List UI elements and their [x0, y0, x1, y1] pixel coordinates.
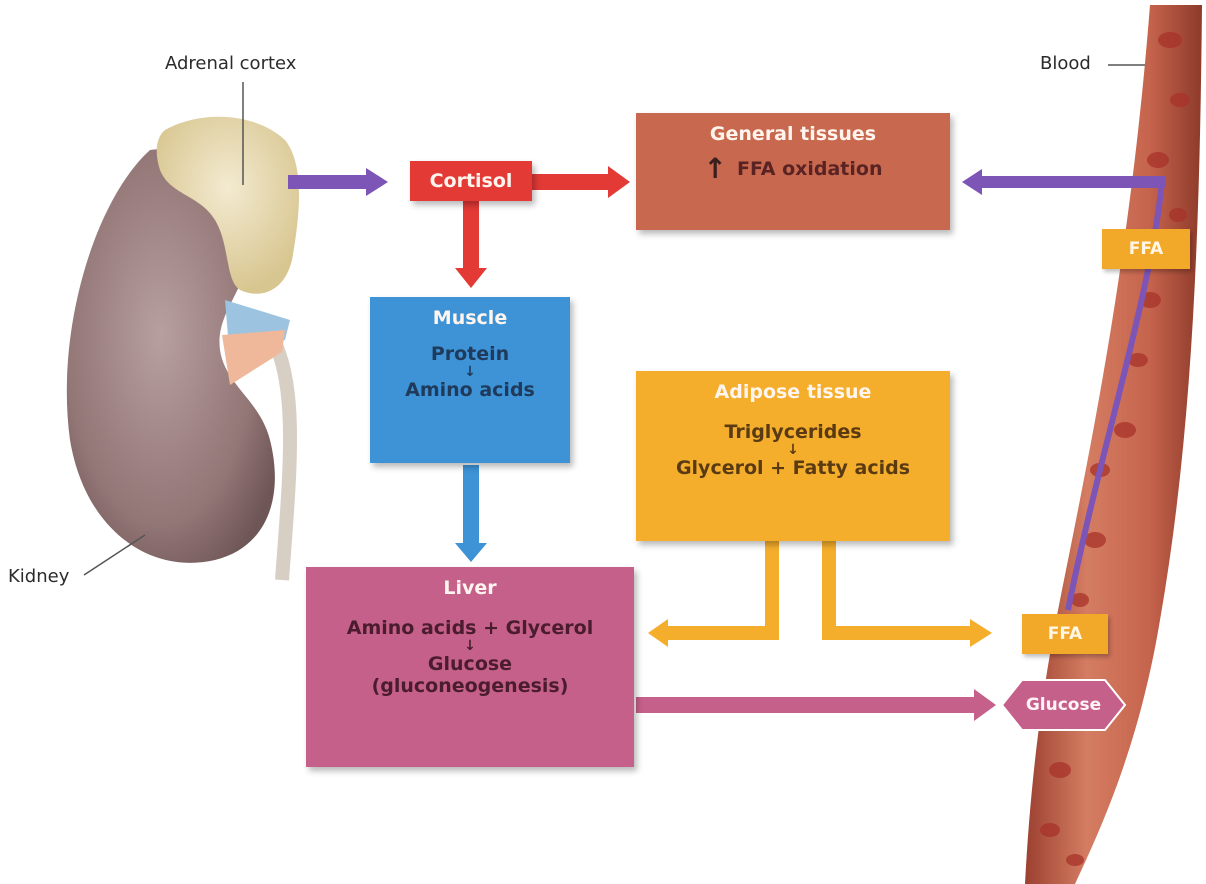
general-tissues-title: General tissues	[636, 123, 950, 145]
arrow-adrenal-to-cortisol	[288, 175, 366, 189]
glycerol-fatty-acids-text: Glycerol + Fatty acids	[636, 457, 950, 479]
ffa-oxidation-text: FFA oxidation	[737, 158, 883, 180]
kidney-illustration	[67, 117, 299, 580]
down-arrow-icon: ↓	[370, 365, 570, 379]
glucose-tag: Glucose	[1002, 680, 1125, 730]
adipose-tissue-box: Adipose tissue Triglycerides ↓ Glycerol …	[636, 371, 950, 541]
liver-title: Liver	[306, 577, 634, 599]
general-tissues-box: General tissues ↑ FFA oxidation	[636, 113, 950, 230]
glucose-text: Glucose	[306, 653, 634, 675]
cortisol-label: Cortisol	[410, 161, 532, 201]
kidney-pointer-line	[84, 535, 145, 575]
ffa-tag-top: FFA	[1102, 229, 1190, 269]
adipose-title: Adipose tissue	[636, 381, 950, 403]
arrow-cortisol-to-muscle	[463, 200, 479, 270]
liver-box: Liver Amino acids + Glycerol ↓ Glucose (…	[306, 567, 634, 767]
arrow-cortisol-to-tissues	[532, 174, 610, 190]
muscle-box: Muscle Protein ↓ Amino acids	[370, 297, 570, 463]
cortisol-box: Cortisol	[410, 161, 532, 201]
protein-text: Protein	[370, 343, 570, 365]
ffa-tag-bottom: FFA	[1022, 614, 1108, 654]
blood-label: Blood	[1040, 53, 1091, 74]
down-arrow-icon: ↓	[306, 639, 634, 653]
adrenal-cortex-label: Adrenal cortex	[165, 53, 296, 74]
arrow-blood-to-tissues	[980, 176, 1166, 188]
amino-acids-text: Amino acids	[370, 379, 570, 401]
down-arrow-icon: ↓	[636, 443, 950, 457]
arrow-muscle-to-liver	[463, 465, 479, 545]
increase-arrow-icon: ↑	[704, 155, 727, 183]
arrow-adipose-to-blood	[822, 540, 836, 640]
kidney-label: Kidney	[8, 566, 69, 587]
triglycerides-text: Triglycerides	[636, 421, 950, 443]
blood-vessel	[1025, 5, 1202, 884]
gluconeogenesis-text: (gluconeogenesis)	[306, 675, 634, 697]
amino-acids-glycerol-text: Amino acids + Glycerol	[306, 617, 634, 639]
arrow-liver-to-glucose	[636, 697, 976, 713]
arrow-adipose-to-liver	[765, 540, 779, 640]
muscle-title: Muscle	[370, 307, 570, 329]
